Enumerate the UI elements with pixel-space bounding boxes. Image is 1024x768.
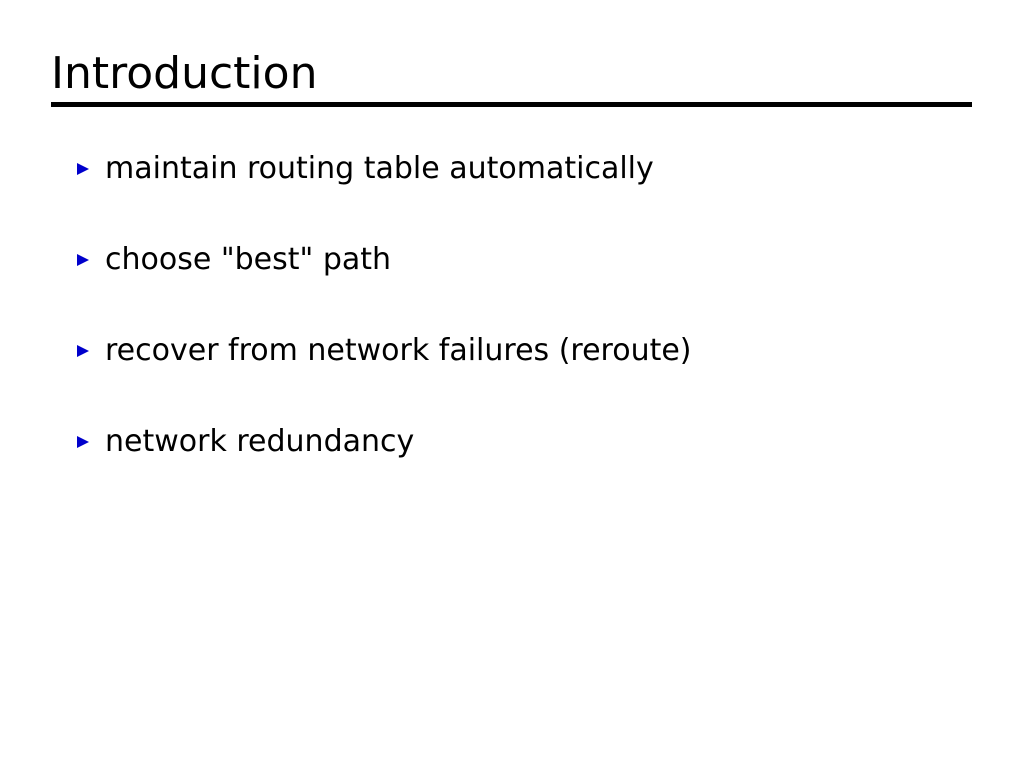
title-underline-rule <box>51 102 972 107</box>
list-item-label: choose "best" path <box>105 242 392 277</box>
title-block: Introduction <box>51 48 973 100</box>
list-item: choose "best" path <box>76 241 976 332</box>
triangle-right-icon <box>76 344 90 358</box>
list-item: maintain routing table automatically <box>76 150 976 241</box>
triangle-right-icon <box>76 435 90 449</box>
list-item: recover from network failures (reroute) <box>76 332 976 423</box>
list-item-label: network redundancy <box>105 424 415 459</box>
triangle-right-icon <box>76 162 90 176</box>
page-title: Introduction <box>51 48 318 99</box>
list-item-label: recover from network failures (reroute) <box>105 333 692 368</box>
bullet-list: maintain routing table automatically cho… <box>76 150 976 514</box>
list-item-label: maintain routing table automatically <box>105 151 654 186</box>
list-item: network redundancy <box>76 423 976 514</box>
triangle-right-icon <box>76 253 90 267</box>
